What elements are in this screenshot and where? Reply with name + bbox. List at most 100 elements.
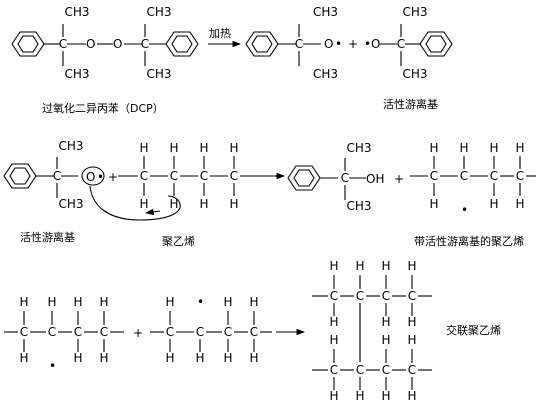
hydrogen-atom: H [223, 295, 232, 309]
carbon-atom: C [140, 169, 148, 183]
hydrogen-atom: H [459, 141, 468, 155]
carbon-atom: C [356, 363, 364, 377]
dcp-molecule [11, 24, 199, 66]
hydrogen-atom: H [199, 197, 208, 211]
carbon-atom: C [490, 169, 498, 183]
plus-sign: + [133, 326, 143, 340]
hydrogen-atom: H [169, 197, 178, 211]
hydrogen-atom: H [329, 259, 338, 273]
plus-sign: + [108, 170, 118, 184]
radical-2: • O [364, 24, 453, 66]
radical-1: CH3 CH3 O • [245, 5, 342, 81]
hydrogen-atom: H [329, 333, 338, 347]
hydrogen-atom: H [381, 259, 390, 273]
radical-site-circle [81, 166, 105, 186]
carbon-atom: C [397, 37, 405, 51]
radical-dot: • [49, 359, 56, 373]
hydrogen-atom: H [515, 197, 524, 211]
methyl-group: CH3 [146, 67, 171, 81]
plus-sign: + [394, 172, 404, 186]
carbon-atom: C [382, 363, 390, 377]
hydroxyl-group: OH [366, 172, 384, 186]
hydrogen-atom: H [139, 197, 148, 211]
plus-sign: + [348, 37, 358, 51]
benzene-ring-icon [165, 31, 199, 57]
benzene-ring-icon [11, 31, 45, 57]
hydrogen-atom: H [249, 295, 258, 309]
methyl-group: CH3 [64, 67, 89, 81]
methyl-group: CH3 [313, 67, 338, 81]
hydrogen-atom: H [73, 351, 82, 365]
carbon-atom: C [341, 171, 349, 185]
dcp-name-label: 过氧化二异丙苯（DCP） [42, 101, 164, 115]
carbon-atom: C [356, 289, 364, 303]
hydrogen-atom: H [329, 389, 338, 403]
benzene-ring-icon [419, 31, 453, 57]
oxygen-atom: O [86, 170, 95, 184]
carbon-atom: C [230, 169, 238, 183]
radical-chain-1: • [4, 311, 124, 373]
methyl-group: CH3 [402, 5, 427, 19]
carbon-atom: C [408, 289, 416, 303]
methyl-group: CH3 [402, 67, 427, 81]
hydrogen-atom: H [73, 295, 82, 309]
radical-dot: • [335, 37, 342, 51]
hydrogen-atom: H [429, 141, 438, 155]
carbon-atom: C [330, 363, 338, 377]
hydrogen-atom: H [165, 295, 174, 309]
hydrogen-atom: H [407, 315, 416, 329]
methyl-group: CH3 [64, 5, 89, 19]
oxygen-atom: O [113, 37, 122, 51]
polyethylene-chain [118, 156, 258, 196]
benzene-ring-icon [287, 165, 321, 191]
hydrogen-atom: H [47, 295, 56, 309]
carbon-atom: C [408, 363, 416, 377]
carbon-atom: C [20, 325, 28, 339]
hydrogen-atom: H [139, 141, 148, 155]
hydrogen-atom: H [489, 141, 498, 155]
carbon-atom: C [430, 169, 438, 183]
carbon-atom: C [224, 325, 232, 339]
carbon-atom: C [53, 169, 61, 183]
hydrogen-atom: H [407, 259, 416, 273]
radical-dot: • [461, 203, 468, 217]
carbon-atom: C [170, 169, 178, 183]
hydrogen-atom: H [381, 333, 390, 347]
hydrogen-atom: H [19, 351, 28, 365]
carbon-atom: C [295, 37, 303, 51]
radical-dot: • [97, 170, 104, 184]
hydrogen-atom: H [515, 141, 524, 155]
hydrogen-atom: H [99, 295, 108, 309]
carbon-atom: C [59, 37, 67, 51]
crosslinked-pe-label: 交联聚乙烯 [446, 323, 501, 337]
methyl-group: CH3 [313, 5, 338, 19]
carbon-atom: C [200, 169, 208, 183]
carbon-atom: C [516, 169, 524, 183]
radical-dot: • [364, 37, 371, 51]
hydrogen-atom: H [19, 295, 28, 309]
hydrogen-atom: H [407, 333, 416, 347]
carbon-atom: C [330, 289, 338, 303]
carbon-atom: C [196, 325, 204, 339]
polyethylene-label: 聚乙烯 [162, 235, 195, 248]
radical-polyethylene-label: 带活性游离基的聚乙烯 [414, 234, 524, 248]
radical-polyethylene-chain: • [410, 156, 536, 217]
oxygen-atom: O [371, 37, 380, 51]
carbon-atom: C [166, 325, 174, 339]
dcp-atom-labels: O O [86, 37, 122, 51]
methyl-group: CH3 [346, 141, 371, 155]
hydrogen-atom: H [229, 141, 238, 155]
active-radical-label: 活性游离基 [20, 230, 75, 244]
hydrogen-atom: H [429, 197, 438, 211]
hydrogen-atom: H [355, 259, 364, 273]
carbon-atom: C [460, 169, 468, 183]
electron-transfer-arrow [89, 185, 181, 221]
radical-chain-2: • [150, 295, 272, 352]
hydrogen-atom: H [169, 141, 178, 155]
oxygen-atom: O [324, 37, 333, 51]
radical-dot: • [197, 295, 204, 309]
hydrogen-atom: H [165, 351, 174, 365]
hydrogen-atom: H [329, 315, 338, 329]
methyl-group: CH3 [146, 5, 171, 19]
methyl-group: CH3 [346, 199, 371, 213]
